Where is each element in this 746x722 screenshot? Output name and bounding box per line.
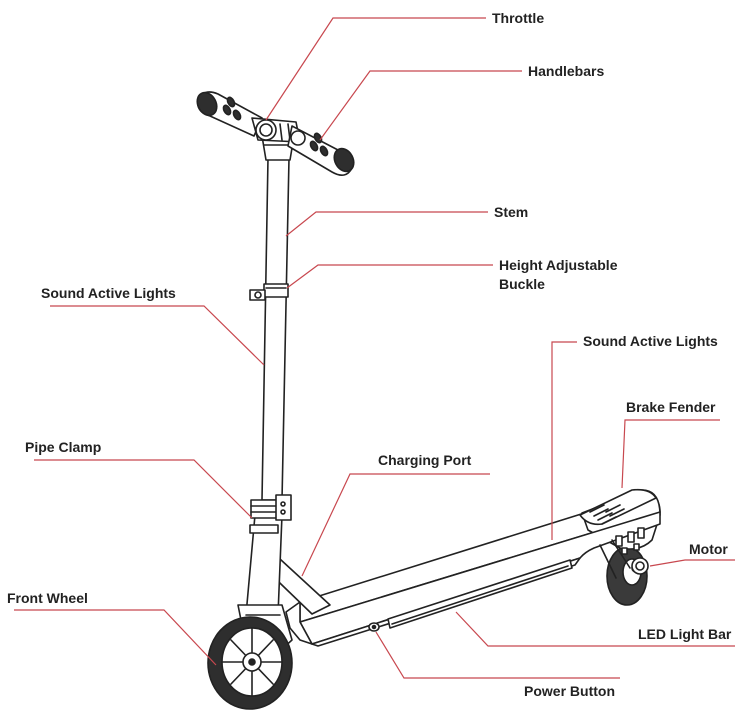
label-throttle: Throttle [492, 10, 545, 26]
rear-bracket [599, 527, 645, 579]
label-led-light-bar: LED Light Bar [638, 626, 732, 642]
brake-fender [579, 488, 657, 526]
leader-front-wheel [14, 609, 217, 666]
leader-throttle [265, 17, 486, 121]
leader-stem [285, 211, 488, 237]
front-wheel-drawing [207, 616, 293, 710]
leader-sound-active-lights-right [551, 341, 577, 540]
label-brake-fender: Brake Fender [626, 399, 716, 415]
leader-pipe-clamp [34, 459, 253, 519]
scooter-drawing [196, 91, 661, 710]
rear-wheel [606, 546, 648, 606]
leader-charging-port [301, 473, 490, 577]
handlebar-left [196, 91, 263, 137]
leader-handlebars [319, 70, 522, 141]
label-buckle-line1: Height Adjustable [499, 257, 618, 273]
stem-tube [245, 157, 290, 616]
leader-buckle [286, 264, 493, 289]
pipe-clamp-drawing [249, 494, 292, 534]
motor-hub [631, 557, 649, 575]
led-light-bar-drawing [387, 559, 573, 629]
leader-motor [649, 559, 735, 567]
buckle-drawing [249, 283, 289, 301]
label-front-wheel: Front Wheel [7, 590, 88, 606]
label-sound-active-lights-left: Sound Active Lights [41, 285, 176, 301]
label-motor: Motor [689, 541, 728, 557]
label-sound-active-lights-right: Sound Active Lights [583, 333, 718, 349]
power-button-drawing [368, 622, 380, 632]
label-power-button: Power Button [524, 683, 615, 699]
label-stem: Stem [494, 204, 529, 220]
label-buckle-line2: Buckle [499, 276, 545, 292]
leader-power-button [375, 631, 620, 679]
label-charging-port: Charging Port [378, 452, 472, 468]
leader-sound-active-lights-left [50, 305, 265, 366]
leader-led-light-bar [455, 611, 735, 647]
label-pipe-clamp: Pipe Clamp [25, 439, 102, 455]
handlebar-right [287, 125, 355, 176]
leader-brake-fender [621, 419, 720, 489]
label-height-adjustable-buckle: Height Adjustable Buckle [499, 256, 618, 294]
label-handlebars: Handlebars [528, 63, 605, 79]
